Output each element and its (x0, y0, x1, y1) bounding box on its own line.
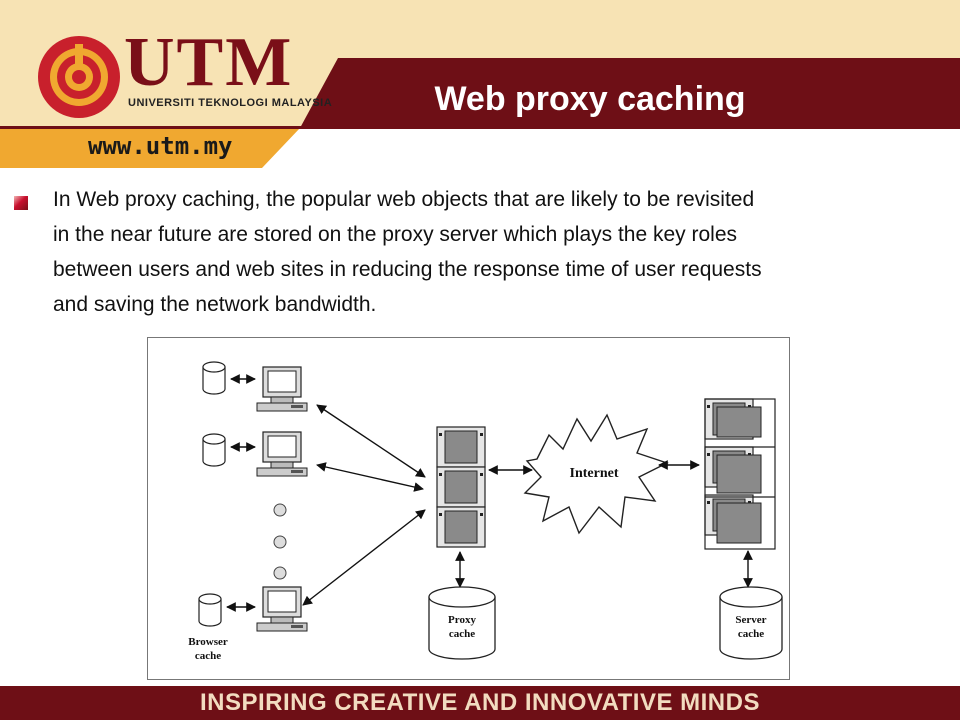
client-computer-icon-3 (256, 586, 308, 632)
browser-cache-label-2: cache (195, 650, 221, 662)
utm-logo-icon (38, 36, 120, 118)
proxy-caching-diagram: Browser cache Internet (147, 337, 790, 680)
website-url[interactable]: www.utm.my (88, 132, 233, 160)
header-divider (0, 126, 960, 129)
bullet-line-2: in the near future are stored on the pro… (53, 223, 738, 246)
internet-label: Internet (570, 466, 619, 481)
arrow-pc3-proxy (302, 509, 426, 606)
proxy-cache-label-2: cache (449, 628, 475, 640)
proxy-cache-label-1: Proxy (448, 614, 476, 626)
server-cache-db-icon (719, 586, 783, 660)
browser-cache-label-1: Browser (188, 636, 228, 648)
bullet-line-4: and saving the network bandwidth. (53, 293, 377, 316)
ellipsis-dot-icon-3 (273, 566, 287, 580)
server-cache-label-2: cache (738, 628, 764, 640)
footer-band (0, 686, 960, 720)
slide-title: Web proxy caching (434, 80, 746, 118)
title-band (300, 58, 960, 128)
web-server-frame (704, 398, 776, 550)
bullet-paragraph: In Web proxy caching, the popular web ob… (53, 182, 958, 322)
brand-wordmark: UTM (124, 24, 294, 101)
client-computer-icon-2 (256, 431, 308, 477)
bullet-line-1: In Web proxy caching, the popular web ob… (53, 188, 755, 211)
ellipsis-dot-icon-1 (273, 503, 287, 517)
brand-subtitle: UNIVERSITI TEKNOLOGI MALAYSIA (128, 97, 333, 109)
proxy-cache-db-icon (428, 586, 496, 660)
web-server-panel-3 (716, 502, 762, 544)
browser-cache-db-icon-2 (202, 433, 226, 467)
browser-cache-db-icon-3 (198, 593, 222, 627)
web-server-panel-1 (716, 406, 762, 438)
header-shapes (0, 58, 960, 168)
proxy-server-icon (436, 426, 486, 548)
client-computer-icon-1 (256, 366, 308, 412)
server-cache-label-1: Server (735, 614, 766, 626)
bullet-square-icon (14, 196, 28, 210)
bullet-line-3: between users and web sites in reducing … (53, 258, 762, 281)
browser-cache-db-icon-1 (202, 361, 226, 395)
arrow-pc2-proxy (316, 462, 424, 492)
url-band (0, 128, 300, 168)
web-server-panel-2 (716, 454, 762, 494)
internet-cloud-icon (523, 413, 669, 535)
ellipsis-dot-icon-2 (273, 535, 287, 549)
footer-tagline: INSPIRING CREATIVE AND INNOVATIVE MINDS (200, 689, 760, 716)
